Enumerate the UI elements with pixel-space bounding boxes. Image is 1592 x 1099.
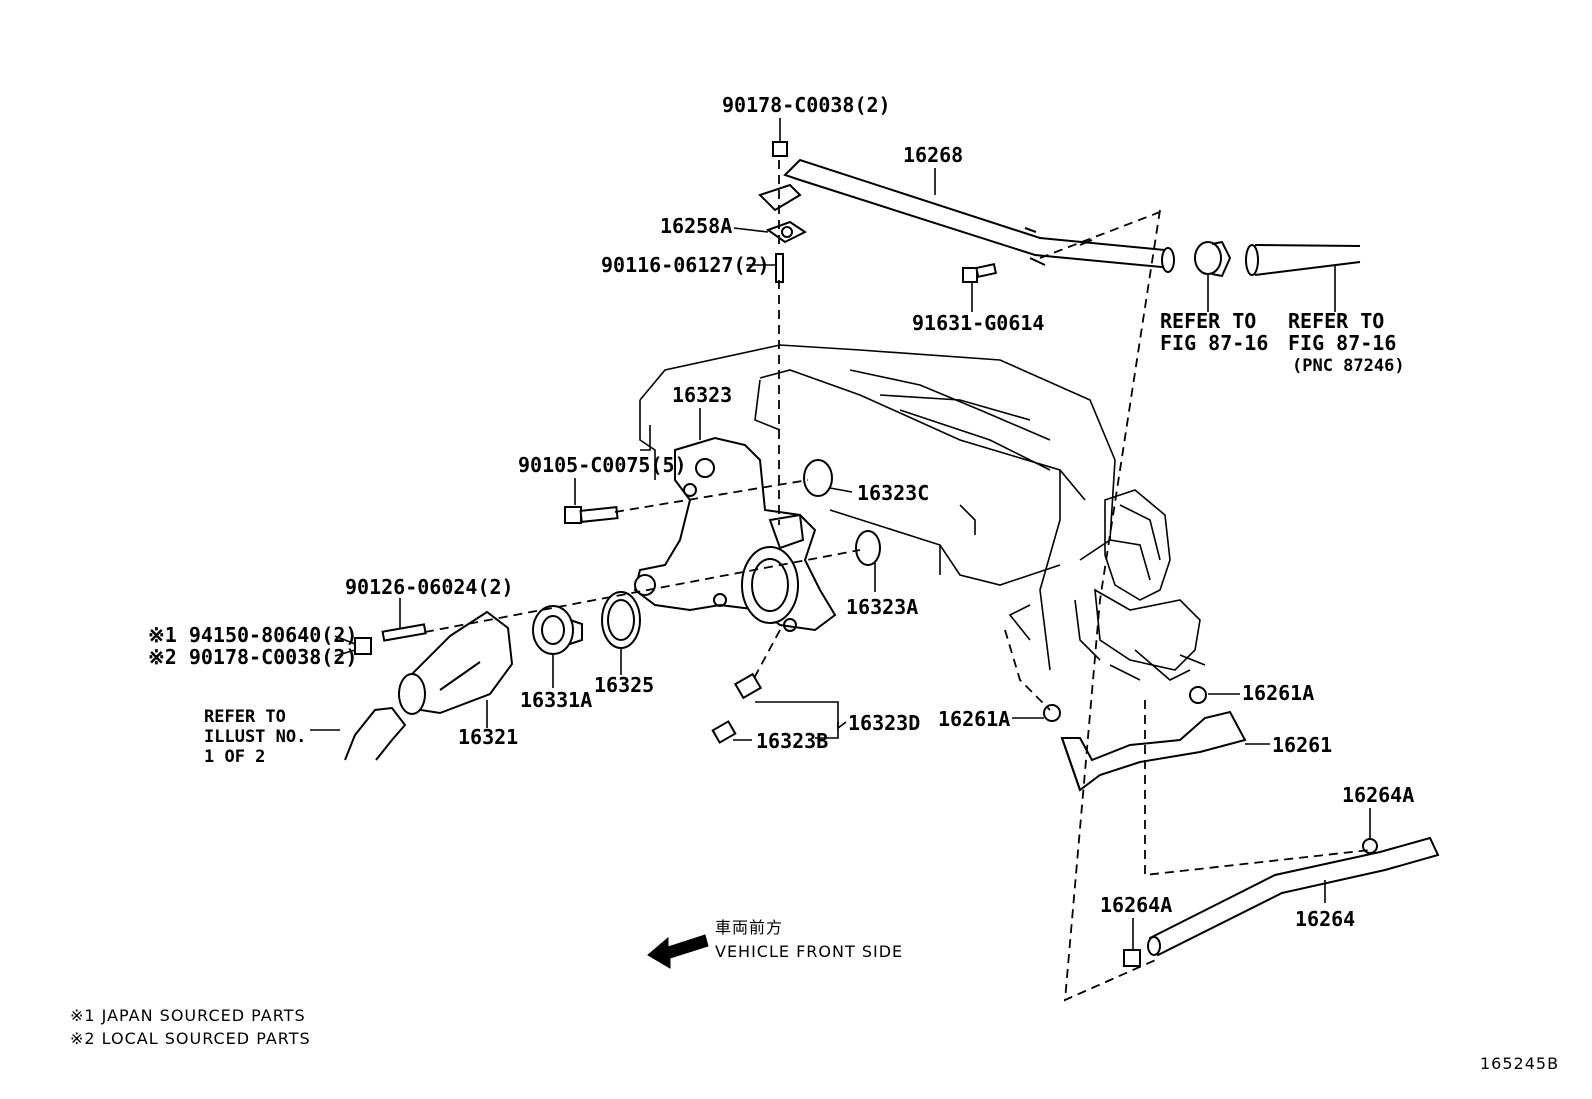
stud-90116 (775, 253, 784, 283)
vehicle-front-indicator: 車両前方 VEHICLE FRONT SIDE (647, 918, 903, 969)
bolt-91631 (962, 263, 998, 283)
throttle-body (1074, 489, 1206, 681)
clamp-16261a-right (1189, 686, 1207, 704)
hose-16264 (1147, 836, 1440, 957)
label-94150: ※1 94150-80640(2) (148, 623, 357, 647)
clamp-16264a-left (1123, 949, 1141, 967)
sourcing-legend: ※1 JAPAN SOURCED PARTS ※2 LOCAL SOURCED … (70, 1006, 311, 1048)
nut-90178-top (772, 141, 788, 157)
label-16323: 16323 (672, 383, 732, 407)
label-refer-fig2-l2: FIG 87-16 (1288, 331, 1396, 355)
label-90178-bot: ※2 90178-C0038(2) (148, 645, 357, 669)
label-16323c: 16323C (857, 481, 929, 505)
label-refer-illust-l1: REFER TO (204, 707, 286, 727)
direction-label-en: VEHICLE FRONT SIDE (715, 942, 903, 961)
hose-clamp-fig87 (1194, 240, 1232, 278)
label-16264a-left: 16264A (1100, 893, 1172, 917)
label-16264: 16264 (1295, 907, 1355, 931)
label-90178-top: 90178-C0038(2) (722, 93, 891, 117)
hose-fig87-pnc87246 (1245, 244, 1361, 276)
water-inlet-16321 (398, 610, 514, 715)
label-refer-fig2-l3: (PNC 87246) (1292, 356, 1405, 376)
water-bypass-pipe-16268 (758, 158, 1175, 273)
legend-note-1: ※1 JAPAN SOURCED PARTS (70, 1006, 306, 1025)
label-refer-fig1-l1: REFER TO (1160, 309, 1256, 333)
label-16268: 16268 (903, 143, 963, 167)
label-16261a-left: 16261A (938, 707, 1010, 731)
label-16261a-right: 16261A (1242, 681, 1314, 705)
hose-ref-illust (344, 706, 407, 761)
bolt-16323d (733, 672, 763, 700)
engine-block (639, 344, 1116, 671)
figure-id: 165245B (1480, 1054, 1559, 1073)
label-16264a-right: 16264A (1342, 783, 1414, 807)
label-90116: 90116-06127(2) (601, 253, 770, 277)
stud-90126 (381, 623, 427, 642)
label-refer-illust-l3: 1 OF 2 (204, 747, 265, 767)
assembly-lines (424, 160, 1371, 1002)
label-16261: 16261 (1272, 733, 1332, 757)
label-90126: 90126-06024(2) (345, 575, 514, 599)
label-16331a: 16331A (520, 688, 592, 712)
legend-note-2: ※2 LOCAL SOURCED PARTS (70, 1029, 311, 1048)
label-16323d: 16323D (848, 711, 920, 735)
label-16325: 16325 (594, 673, 654, 697)
label-16321: 16321 (458, 725, 518, 749)
bolt-90105 (564, 506, 619, 524)
nut-94150 (354, 637, 372, 655)
gasket-16258a (765, 220, 807, 244)
thermostat-16331a (532, 605, 583, 655)
label-90105: 90105-C0075(5) (518, 453, 687, 477)
label-16258a: 16258A (660, 214, 732, 238)
label-refer-fig2-l1: REFER TO (1288, 309, 1384, 333)
front-arrow-icon (647, 934, 709, 969)
label-refer-illust-l2: ILLUST NO. (204, 727, 306, 747)
label-16323b: 16323B (756, 729, 828, 753)
water-inlet-housing (633, 436, 837, 632)
direction-label-jp: 車両前方 (715, 918, 783, 937)
o-ring-16323a (855, 530, 881, 566)
label-16323a: 16323A (846, 595, 918, 619)
leader-lines (310, 118, 1371, 950)
o-ring-16323c (803, 459, 833, 497)
label-91631: 91631-G0614 (912, 311, 1044, 335)
hose-16261 (1060, 710, 1247, 792)
bolt-16323b (711, 720, 737, 744)
callout-labels: 90178-C0038(2) 16268 16258A 90116-06127(… (148, 93, 1414, 931)
label-refer-fig1-l2: FIG 87-16 (1160, 331, 1268, 355)
